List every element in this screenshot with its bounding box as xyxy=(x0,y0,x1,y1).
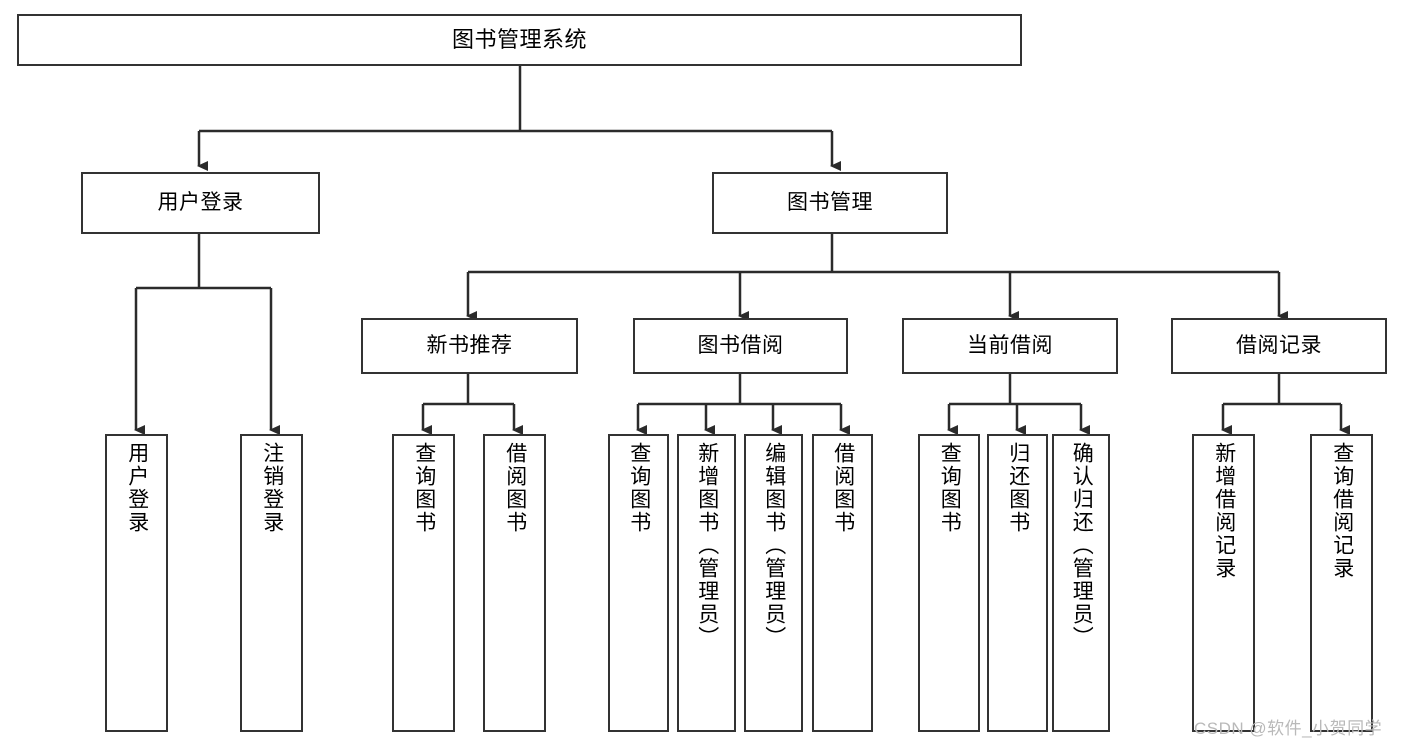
node-new-book-recommend[interactable]: 新书推荐 xyxy=(361,318,578,374)
leaf-query-book-current[interactable]: 查询图书 xyxy=(918,434,980,732)
node-book-borrow[interactable]: 图书借阅 xyxy=(633,318,848,374)
node-label: 借阅图书 xyxy=(831,442,855,534)
node-label: 查询图书 xyxy=(412,442,436,534)
node-label: 借阅记录 xyxy=(1236,333,1322,357)
node-label: 用户登录 xyxy=(125,442,149,534)
node-label: 图书管理系统 xyxy=(451,27,587,53)
node-label: 查询图书 xyxy=(938,442,962,534)
node-label: 借阅图书 xyxy=(503,442,527,534)
node-user-login[interactable]: 用户登录 xyxy=(81,172,320,234)
leaf-query-book-recommend[interactable]: 查询图书 xyxy=(392,434,455,732)
node-label: 图书管理 xyxy=(787,190,873,214)
leaf-query-borrow-record[interactable]: 查询借阅记录 xyxy=(1310,434,1373,732)
node-borrow-record[interactable]: 借阅记录 xyxy=(1171,318,1387,374)
leaf-query-book-borrow[interactable]: 查询图书 xyxy=(608,434,669,732)
node-label: 新增借阅记录 xyxy=(1212,442,1236,580)
node-label: 确认归还（管理员） xyxy=(1070,442,1094,649)
node-label: 查询图书 xyxy=(627,442,651,534)
leaf-borrow-book[interactable]: 借阅图书 xyxy=(812,434,873,732)
node-label: 查询借阅记录 xyxy=(1330,442,1354,580)
node-label: 注销登录 xyxy=(260,442,284,534)
node-label: 编辑图书（管理员） xyxy=(762,442,786,649)
leaf-logout-login[interactable]: 注销登录 xyxy=(240,434,303,732)
leaf-user-login[interactable]: 用户登录 xyxy=(105,434,168,732)
node-label: 用户登录 xyxy=(157,190,244,214)
leaf-add-borrow-record[interactable]: 新增借阅记录 xyxy=(1192,434,1255,732)
watermark-text: CSDN @软件_小贺同学 xyxy=(1194,719,1383,738)
leaf-edit-book-admin[interactable]: 编辑图书（管理员） xyxy=(744,434,803,732)
node-label: 归还图书 xyxy=(1006,442,1030,534)
node-label: 图书借阅 xyxy=(697,333,784,357)
leaf-add-book-admin[interactable]: 新增图书（管理员） xyxy=(677,434,736,732)
node-label: 新书推荐 xyxy=(426,333,513,357)
node-label: 新增图书（管理员） xyxy=(695,442,719,649)
node-label: 当前借阅 xyxy=(967,333,1053,357)
node-root-book-management-system[interactable]: 图书管理系统 xyxy=(17,14,1022,66)
node-book-management[interactable]: 图书管理 xyxy=(712,172,948,234)
node-current-borrow[interactable]: 当前借阅 xyxy=(902,318,1118,374)
leaf-confirm-return-admin[interactable]: 确认归还（管理员） xyxy=(1052,434,1110,732)
leaf-borrow-book-recommend[interactable]: 借阅图书 xyxy=(483,434,546,732)
leaf-return-book[interactable]: 归还图书 xyxy=(987,434,1048,732)
